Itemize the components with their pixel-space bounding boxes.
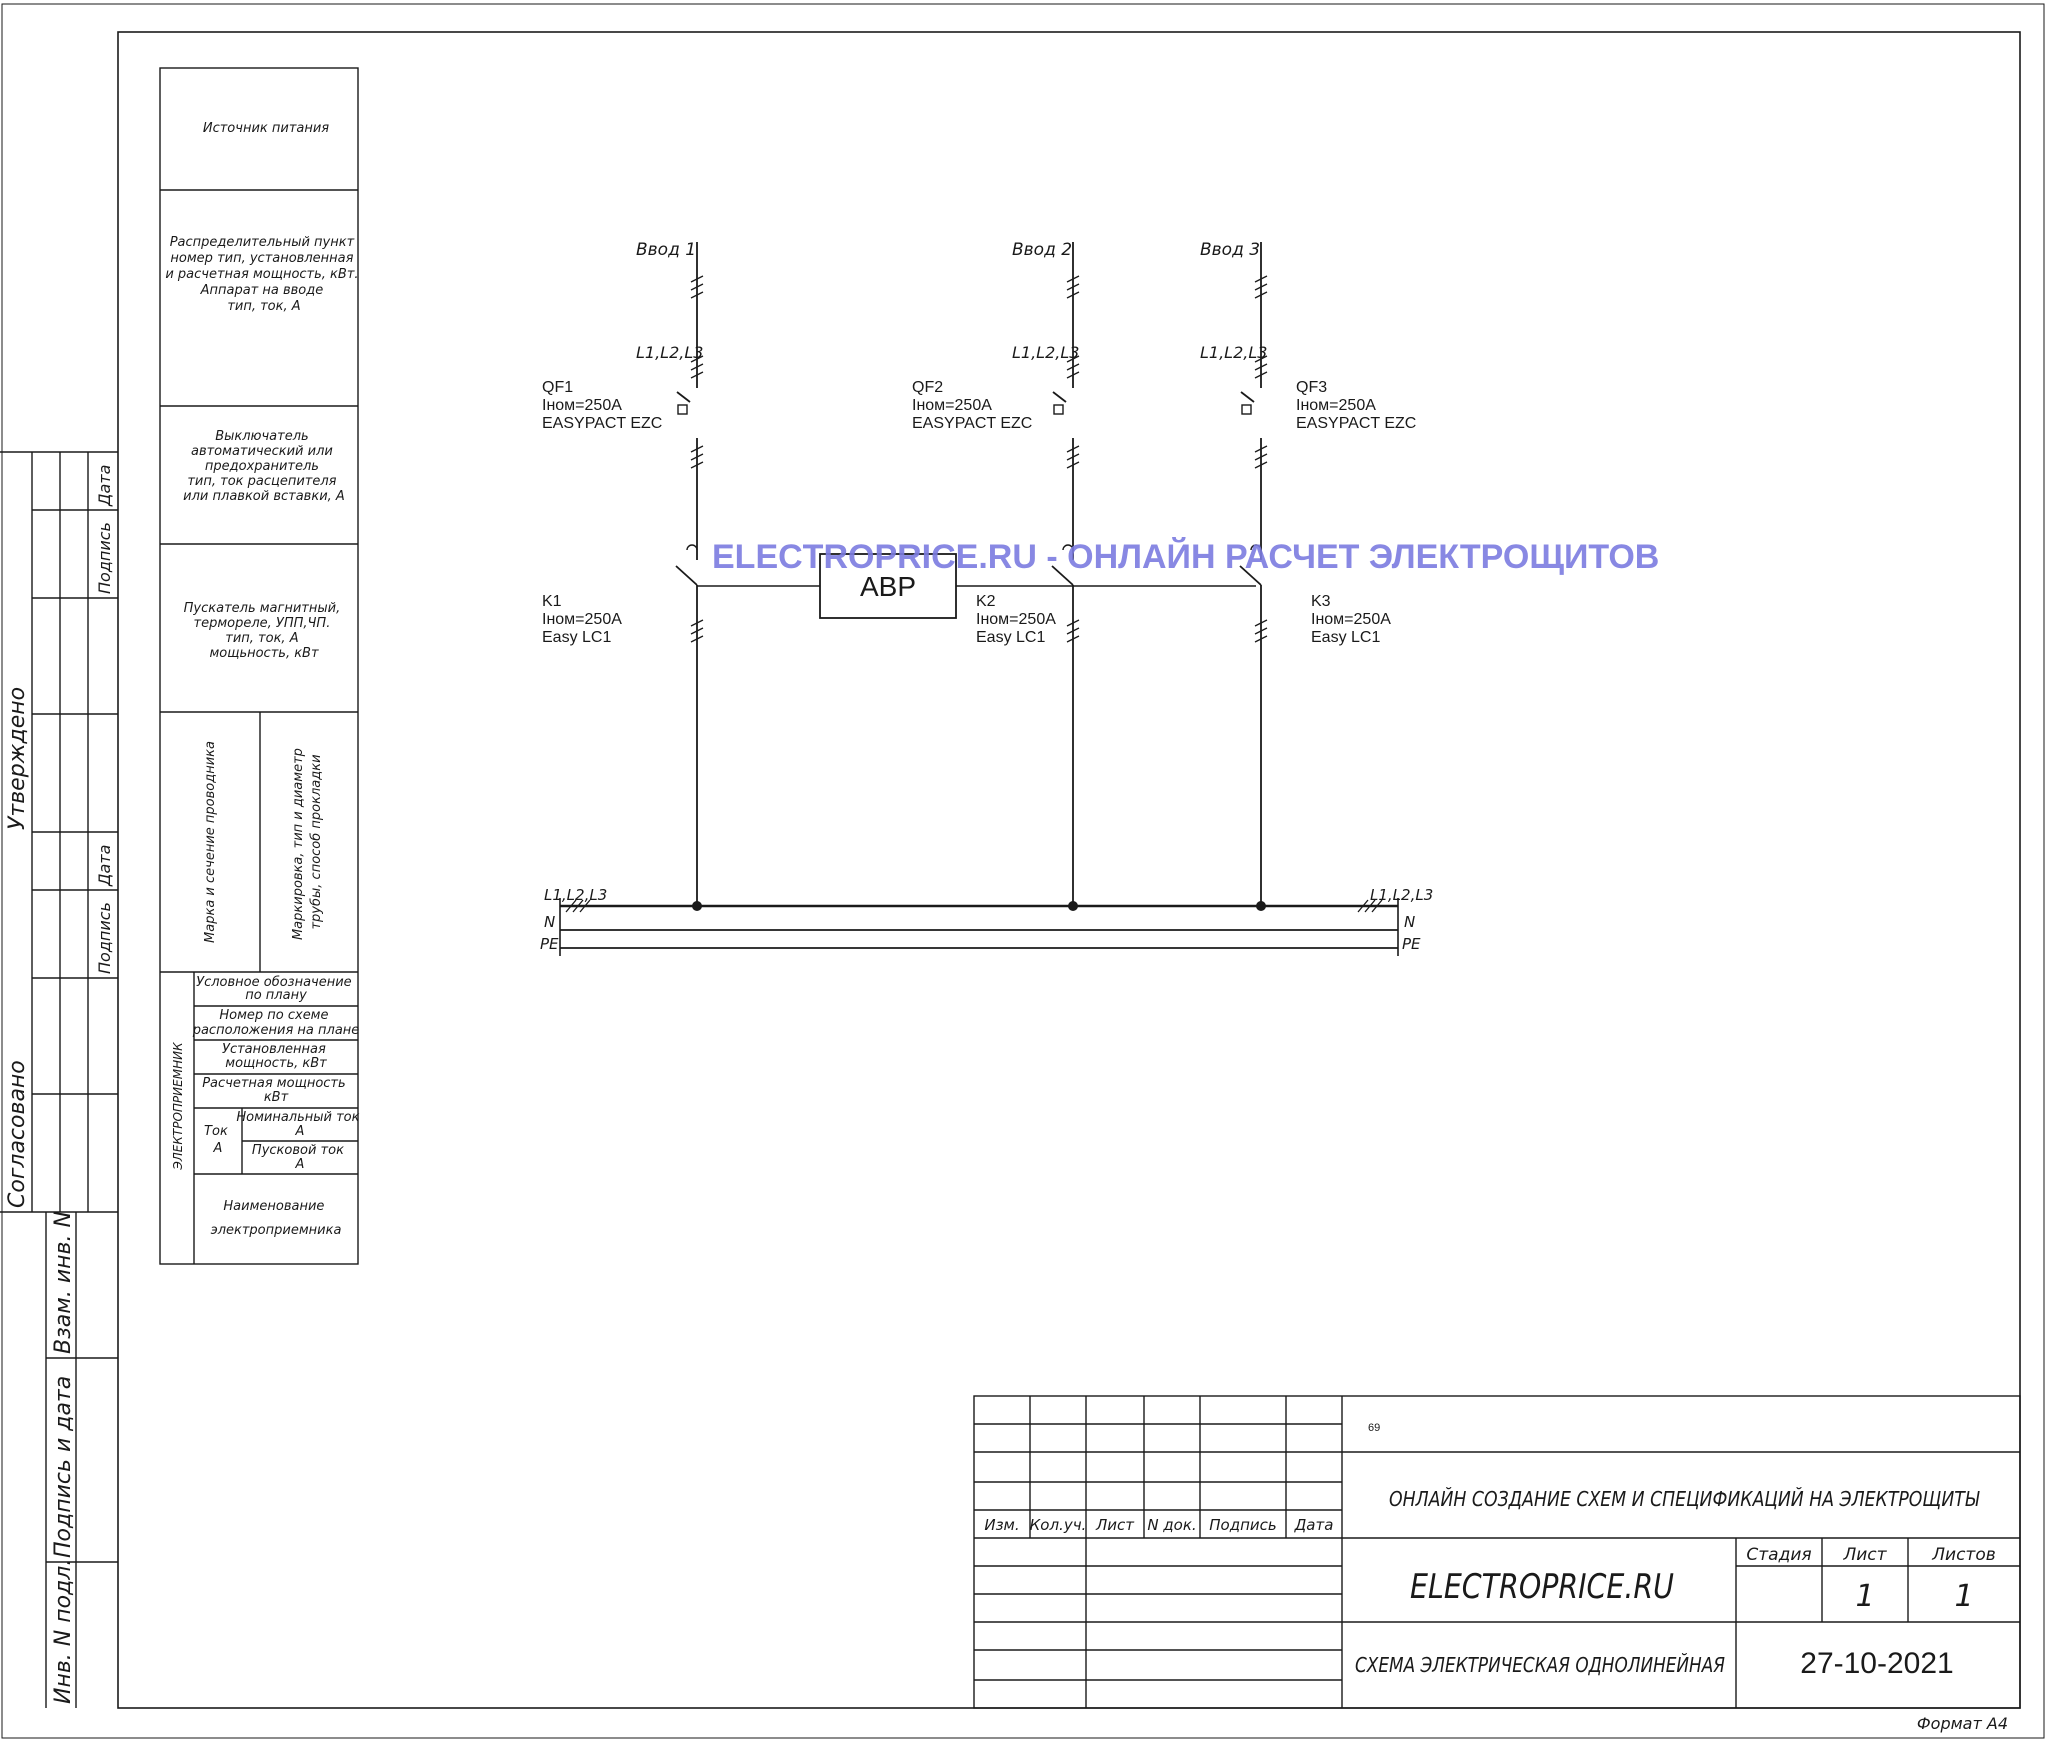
contactor-label-1: K1 Iном=250А Easy LC1 [542, 593, 626, 646]
replace-inv-label: Взам. инв. N [51, 1211, 76, 1354]
input-feeder-2 [1051, 242, 1080, 906]
watermark: ELECTROPRICE.RU - ОНЛАЙН РАСЧЕТ ЭЛЕКТРОЩ… [712, 537, 1659, 576]
sheets-value: 1 [1954, 1579, 1973, 1614]
ats-label: АВР [860, 571, 916, 602]
legend-consumer-symbol: Условное обозначение по плану [196, 975, 356, 1003]
upper-date-label: Дата [95, 465, 114, 507]
sign-date-label: Подпись и дата [51, 1376, 76, 1558]
legend-power-source: Источник питания [203, 121, 329, 136]
bus-phases-left: L1,L2,L3 [544, 886, 607, 904]
stage-label: Стадия [1746, 1545, 1811, 1565]
header-date: Дата [1294, 1516, 1334, 1534]
legend-consumer-number: Номер по схеме расположения на плане [192, 1008, 360, 1038]
legend-table [159, 67, 359, 1265]
input-name-3: Ввод 3 [1200, 240, 1260, 260]
sheet-value: 1 [1855, 1579, 1874, 1614]
input-name-1: Ввод 1 [636, 240, 696, 260]
lower-signature-label: Подпись [95, 902, 114, 974]
header-change: Изм. [984, 1516, 1019, 1534]
upper-signature-label: Подпись [95, 522, 114, 594]
format-label: Формат А4 [1917, 1714, 2008, 1733]
legend-wire-grade: Марка и сечение проводника [203, 741, 218, 943]
legend-nominal-current: Номинальный ток А [236, 1110, 363, 1139]
sheet-number: 69 [1368, 1422, 1380, 1434]
agreed-label: Согласовано [5, 1060, 30, 1208]
bus-junction-3 [1256, 901, 1266, 911]
legend-installed-power: Установленная мощность, кВт [222, 1042, 330, 1071]
header-sheet: Лист [1095, 1516, 1135, 1534]
bus-pe-left: PE [540, 935, 559, 953]
sheets-label: Листов [1931, 1545, 1996, 1565]
legend-consumer-header: ЭЛЕКТРОПРИЕМНИК [171, 1042, 185, 1171]
legend-start-current: Пусковой ток А [252, 1143, 348, 1172]
title-block [973, 1395, 2021, 1709]
legend-consumer-name: Наименование электроприемника [211, 1199, 342, 1238]
breaker-label-2: QF2 Iном=250А EASYPACT EZC [912, 379, 1032, 432]
approved-label: Утверждено [5, 687, 30, 830]
bus-pe-right: PE [1402, 935, 1421, 953]
header-signature: Подпись [1209, 1516, 1276, 1534]
breaker-label-1: QF1 Iном=250А EASYPACT EZC [542, 379, 662, 432]
header-count: Кол.уч. [1030, 1516, 1087, 1534]
contactor-label-2: K2 Iном=250А Easy LC1 [976, 593, 1060, 646]
sheet-label: Лист [1842, 1545, 1887, 1565]
schematic: АВР L1,L2,L3 N PE L1,L2,L3 N PE Ввод 1 В… [540, 240, 1433, 956]
inv-orig-label: Инв. N подл. [51, 1559, 76, 1704]
input-feeder-3 [1239, 242, 1268, 906]
ats-interlock [697, 553, 1256, 619]
bus-neutral-right: N [1404, 913, 1415, 931]
input-phases-1: L1,L2,L3 [636, 343, 703, 362]
legend-wire-marking: Маркировка, тип и диаметр трубы, способ … [291, 744, 324, 940]
side-stamp [0, 451, 118, 1708]
contactor-label-3: K3 Iном=250А Easy LC1 [1311, 593, 1395, 646]
project-title: ОНЛАЙН СОЗДАНИЕ СХЕМ И СПЕЦИФИКАЦИЙ НА Э… [1389, 1487, 1980, 1511]
input-feeder-1 [675, 242, 704, 906]
company-name: ELECTROPRICE.RU [1410, 1567, 1674, 1607]
input-name-2: Ввод 2 [1012, 240, 1072, 260]
header-doc-number: N док. [1147, 1516, 1196, 1534]
drawing-title: СХЕМА ЭЛЕКТРИЧЕСКАЯ ОДНОЛИНЕЙНАЯ [1355, 1653, 1725, 1677]
breaker-label-3: QF3 Iном=250А EASYPACT EZC [1296, 379, 1416, 432]
drawing-date: 27-10-2021 [1800, 1647, 1953, 1680]
bus-junction-2 [1068, 901, 1078, 911]
bus-junction-1 [692, 901, 702, 911]
legend-starter: Пускатель магнитный, термореле, УПП,ЧП. … [184, 601, 345, 661]
legend-breaker: Выключатель автоматический или предохран… [183, 429, 345, 504]
input-phases-2: L1,L2,L3 [1012, 343, 1079, 362]
lower-date-label: Дата [95, 845, 114, 887]
bus-phases-right: L1,L2,L3 [1370, 886, 1433, 904]
input-phases-3: L1,L2,L3 [1200, 343, 1267, 362]
legend-distribution-point: Распределительный пункт номер тип, устан… [165, 235, 362, 314]
legend-rated-power: Расчетная мощность кВт [202, 1076, 350, 1105]
bus-neutral-left: N [544, 913, 555, 931]
legend-current: Ток А [204, 1124, 232, 1156]
busbars [559, 898, 1399, 956]
ats-box [819, 553, 957, 619]
